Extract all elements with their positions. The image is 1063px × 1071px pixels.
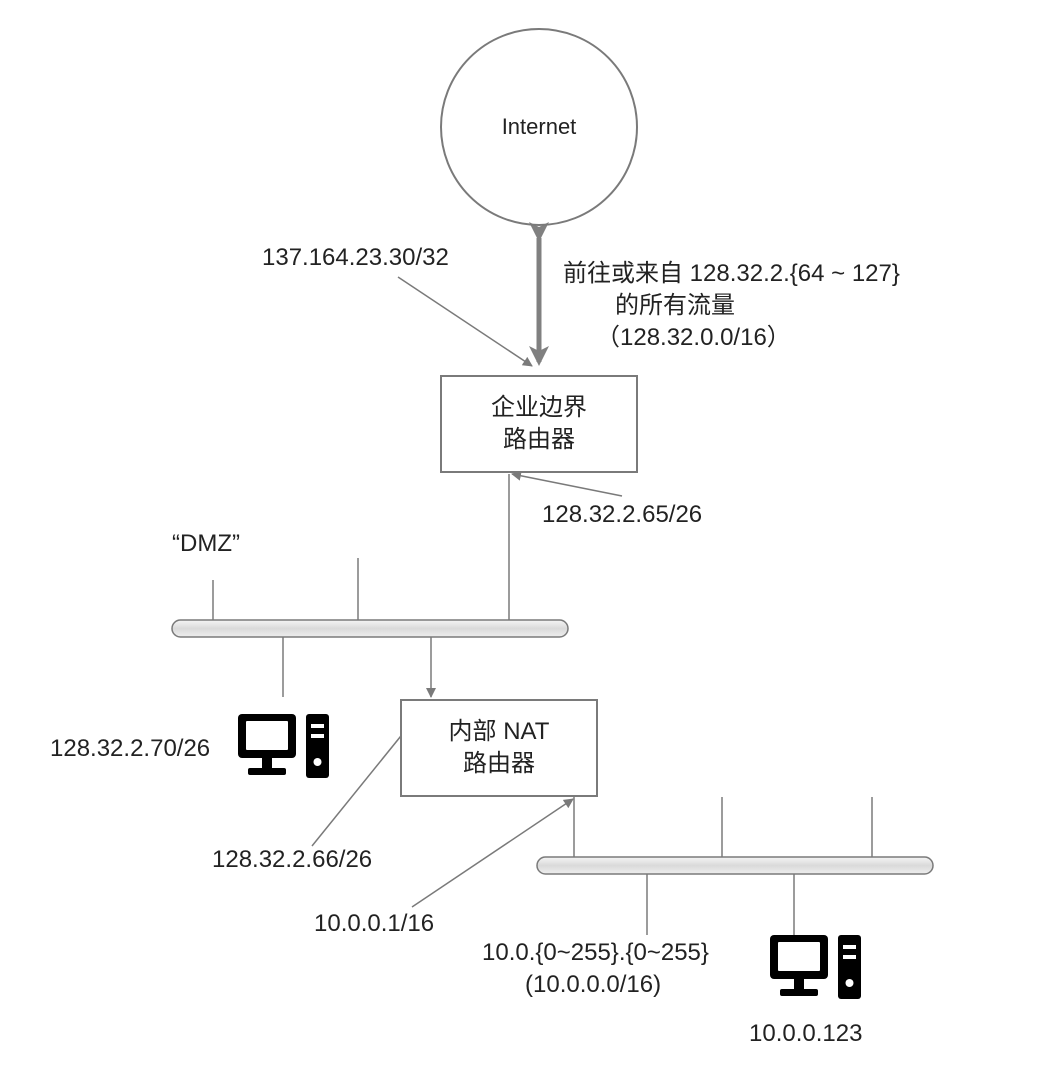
internet-label: Internet (501, 114, 577, 139)
nat-outer-ip-label: 128.32.2.66/26 (212, 846, 373, 873)
edge-router-label-line2: 路由器 (503, 426, 575, 453)
desktop-computer-icon (770, 935, 861, 999)
dmz-label: “DMZ” (172, 530, 240, 557)
dmz-host-ip-label: 128.32.2.70/26 (50, 735, 211, 762)
desktop-computer-icon (238, 714, 329, 778)
private-bus (536, 856, 934, 875)
dmz-bus (171, 619, 569, 638)
edge-inner-ip-pointer (511, 470, 623, 497)
traffic-label-line3: （128.32.0.0/16） (596, 324, 791, 351)
nat-router-label-line1: 内部 NAT (448, 718, 550, 745)
edge-router-box: 企业边界 路由器 (440, 375, 638, 473)
edge-router-label-line1: 企业边界 (491, 394, 587, 421)
nat-inner-ip-pointer (411, 798, 574, 908)
nat-router-label-line2: 路由器 (463, 750, 535, 777)
private-range-label-line1: 10.0.{0~255}.{0~255} (482, 939, 709, 966)
private-host-ip-label: 10.0.0.123 (749, 1020, 863, 1047)
public-ip-pointer (397, 276, 533, 367)
traffic-label-line1: 前往或来自 128.32.2.{64 ~ 127} (563, 260, 900, 287)
traffic-label-line2: 的所有流量 (615, 292, 735, 319)
public-ip-label: 137.164.23.30/32 (262, 244, 449, 271)
internet-node: Internet (440, 28, 638, 226)
private-range-label-line2: (10.0.0.0/16) (525, 971, 662, 998)
nat-inner-ip-label: 10.0.0.1/16 (314, 910, 435, 937)
nat-router-box: 内部 NAT 路由器 (400, 699, 598, 797)
edge-inner-ip-label: 128.32.2.65/26 (542, 501, 703, 528)
